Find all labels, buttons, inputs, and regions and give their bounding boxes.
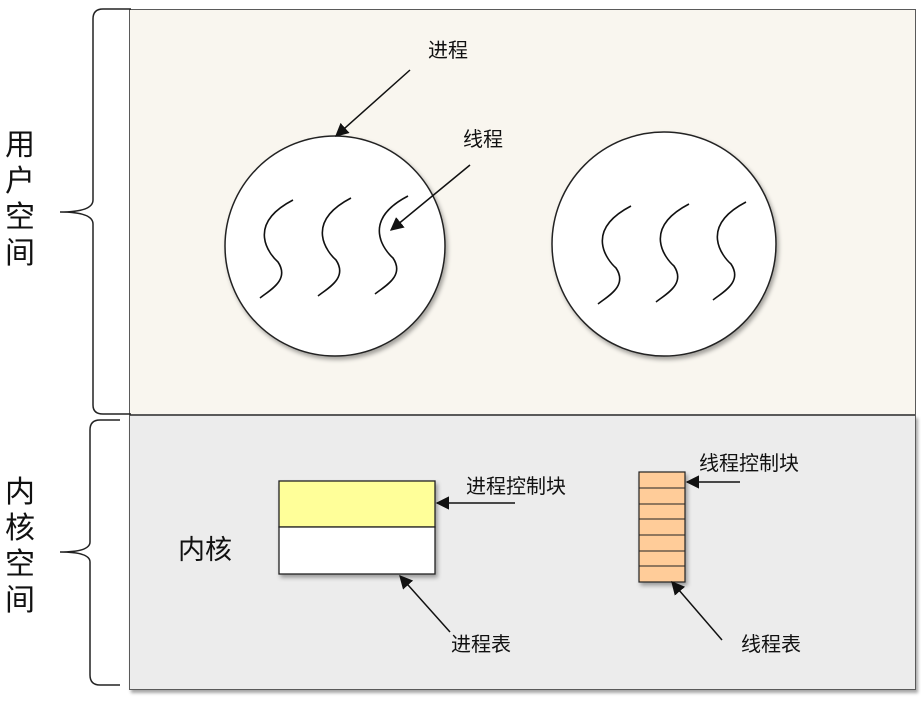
thread-squiggle [712,201,747,301]
thread-control-block-label: 线程控制块 [699,451,799,475]
process-control-block-cell [278,480,436,528]
thread-squiggle [317,197,352,297]
user-space-label: 用 户 空 间 [5,128,35,271]
kernel-space-region [129,415,916,690]
process-table-body [278,526,436,575]
kernel-label: 内核 [178,535,232,566]
process-table-arrow [399,574,451,633]
thread-table-label: 线程表 [741,632,801,656]
thread-squiggle [259,199,294,299]
user-space-brace [59,8,131,415]
process-table-label: 进程表 [451,632,511,656]
thread-table-arrow [671,580,723,641]
process-label: 进程 [428,38,468,62]
kernel-space-label: 内 核 空 间 [5,475,35,618]
kernel-space-brace [59,419,120,686]
thread-table [638,471,686,583]
thread-label: 线程 [463,127,503,151]
process-table [278,480,436,575]
thread-squiggle [374,195,409,295]
thread-arrow [389,164,471,231]
process-control-block-label: 进程控制块 [466,474,566,498]
process-arrow [334,69,411,137]
process-circle-2 [551,131,777,357]
thread-squiggle [597,205,632,305]
process-circle-1 [224,135,446,357]
thread-squiggle [655,203,690,303]
